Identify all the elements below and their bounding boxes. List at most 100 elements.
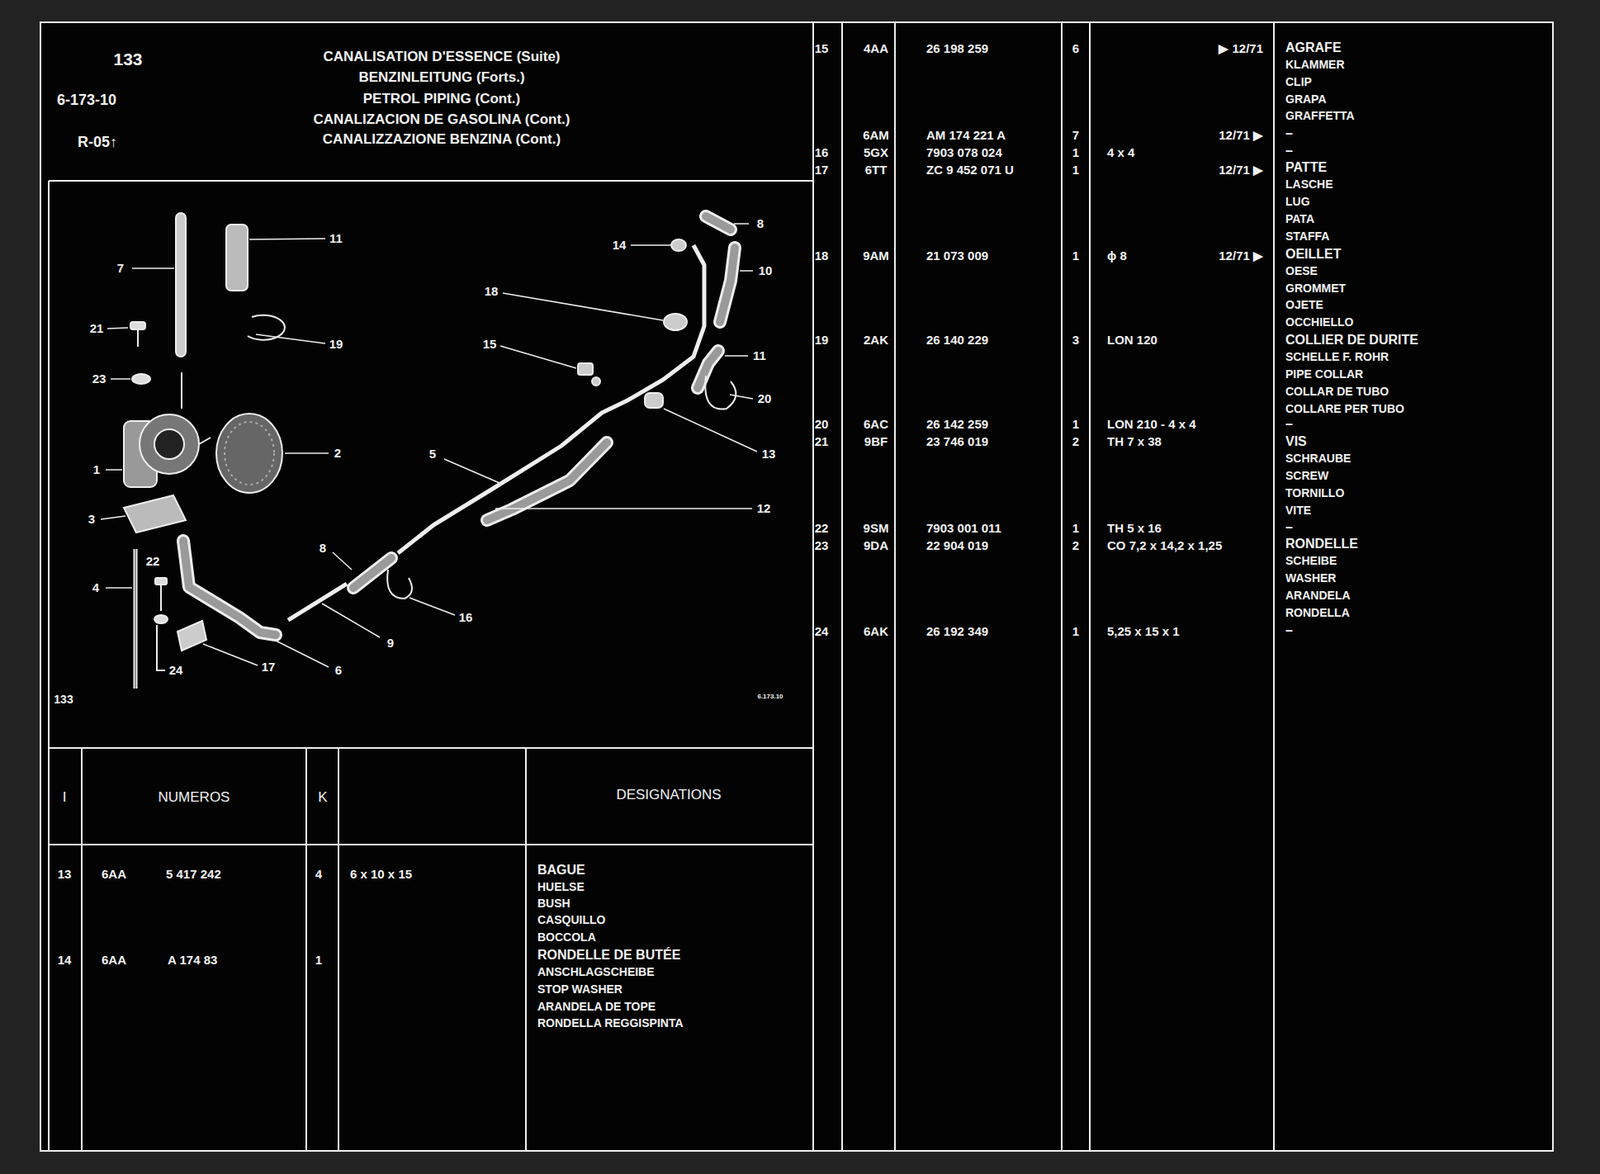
- table-cell: NUMEROS: [158, 790, 231, 806]
- table-cell: 12/71 ▶: [1218, 128, 1264, 143]
- table-cell: VITE: [1285, 504, 1312, 517]
- table-cell: 23 746 019: [926, 435, 989, 450]
- table-cell: COLLARE PER TUBO: [1285, 402, 1405, 416]
- table-cell: AGRAFE: [1285, 40, 1342, 56]
- table-cell: BOCCOLA: [537, 931, 597, 944]
- table-cell: AM 174 221 A: [926, 128, 1006, 143]
- table-cell: ANSCHLAGSCHEIBE: [537, 965, 655, 979]
- table-cell: 12/71 ▶: [1218, 163, 1264, 178]
- callout-number: 7: [117, 261, 124, 276]
- callout-number: 22: [146, 554, 161, 569]
- table-cell: 5 417 242: [165, 867, 222, 882]
- table-cell: K: [317, 790, 327, 806]
- table-cell: 5GX: [863, 146, 889, 161]
- table-cell: 26 192 349: [926, 624, 989, 640]
- table-cell: LASCHE: [1285, 178, 1334, 191]
- table-cell: 2: [1072, 435, 1080, 450]
- table-cell: 16: [814, 146, 829, 161]
- table-cell: 1: [315, 953, 322, 968]
- table-cell: COLLIER DE DURITE: [1285, 332, 1419, 348]
- table-cell: 15: [814, 42, 829, 57]
- table-cell: 1: [1072, 146, 1080, 161]
- callout-number: 13: [762, 447, 777, 462]
- table-cell: OCCHIELLO: [1285, 316, 1354, 329]
- table-cell: GRAPA: [1285, 93, 1327, 106]
- table-cell: 21 073 009: [926, 249, 989, 264]
- table-cell: LON 120: [1107, 333, 1158, 348]
- table-grid: [48, 22, 1274, 1151]
- table-cell: VIS: [1285, 434, 1307, 450]
- table-cell: A 174 83: [167, 953, 218, 968]
- callout-number: 4: [92, 581, 100, 596]
- table-cell: 6AC: [863, 417, 889, 432]
- table-cell: 23: [814, 539, 829, 554]
- table-cell: 6TT: [865, 163, 888, 178]
- callout-number: 6: [335, 663, 342, 678]
- table-cell: ZC 9 452 071 U: [926, 163, 1014, 178]
- callout-number: 5: [429, 447, 436, 462]
- callout-number: 2: [334, 446, 341, 461]
- table-cell: COLLAR DE TUBO: [1285, 385, 1389, 398]
- callout-number: 18: [484, 284, 499, 299]
- table-cell: CO 7,2 x 14,2 x 1,25: [1107, 539, 1222, 554]
- page-frame: [40, 22, 1553, 1151]
- callout-number: 24: [169, 663, 184, 678]
- table-cell: ARANDELA DE TOPE: [537, 1000, 656, 1014]
- table-cell: OEILLET: [1285, 246, 1342, 262]
- callout-number: 21: [89, 321, 105, 337]
- table-cell: 2: [1072, 539, 1080, 554]
- header-text: PETROL PIPING (Cont.): [363, 91, 521, 108]
- header-text: CANALIZACION DE GASOLINA (Cont.): [312, 112, 570, 128]
- table-cell: 9DA: [863, 539, 889, 554]
- table-cell: RONDELLE: [1285, 536, 1359, 552]
- table-cell: 18: [814, 249, 829, 264]
- table-cell: 1: [1072, 163, 1080, 178]
- callout-number: 133: [53, 693, 73, 706]
- callout-number: 3: [88, 512, 95, 527]
- table-cell: 7903 078 024: [926, 146, 1003, 161]
- table-cell: 3: [1072, 333, 1080, 348]
- table-cell: RONDELLA REGGISPINTA: [537, 1017, 684, 1030]
- table-cell: 1: [1072, 624, 1080, 640]
- table-cell: –: [1285, 520, 1293, 535]
- table-cell: OESE: [1285, 265, 1318, 278]
- table-cell: HUELSE: [537, 880, 585, 894]
- header-text: BENZINLEITUNG (Forts.): [358, 70, 525, 86]
- parts-illustration: [123, 213, 736, 689]
- table-cell: 20: [814, 417, 829, 432]
- table-cell: 21: [814, 435, 829, 450]
- table-cell: STOP WASHER: [537, 983, 623, 996]
- table-cell: CLIP: [1285, 75, 1312, 89]
- table-cell: 4: [315, 867, 322, 882]
- table-cell: PIPE COLLAR: [1285, 368, 1364, 381]
- callout-number: 10: [758, 264, 773, 279]
- table-cell: SCREW: [1285, 469, 1329, 483]
- table-cell: CASQUILLO: [537, 913, 606, 927]
- table-cell: 6: [1072, 42, 1080, 57]
- header-text: 6-173-10: [56, 92, 117, 109]
- table-cell: 26 198 259: [926, 42, 989, 57]
- table-cell: STAFFA: [1285, 230, 1330, 243]
- callout-number: 11: [329, 231, 343, 247]
- header-text: R-05↑: [77, 134, 118, 152]
- table-cell: 6AM: [862, 128, 890, 143]
- table-cell: 13: [57, 867, 72, 882]
- table-cell: 4AA: [863, 42, 889, 57]
- table-cell: 24: [814, 624, 829, 640]
- table-cell: KLAMMER: [1285, 58, 1345, 72]
- table-cell: ϕ 8: [1107, 249, 1127, 264]
- table-cell: RONDELLE DE BUTÉE: [537, 947, 681, 963]
- table-cell: TH 5 x 16: [1107, 521, 1162, 536]
- table-cell: –: [1285, 623, 1293, 639]
- table-cell: 9AM: [862, 249, 890, 264]
- table-cell: SCHELLE F. ROHR: [1285, 350, 1389, 364]
- table-cell: RONDELLA: [1285, 606, 1350, 620]
- table-cell: DESIGNATIONS: [615, 787, 721, 804]
- callout-number: 19: [329, 337, 344, 352]
- title-text: CANALISATION D'ESSENCE (Suite): [322, 49, 560, 66]
- table-cell: 6AK: [863, 624, 889, 640]
- table-cell: LUG: [1285, 195, 1311, 209]
- table-cell: 26 142 259: [926, 417, 989, 432]
- table-cell: 6AA: [101, 953, 127, 968]
